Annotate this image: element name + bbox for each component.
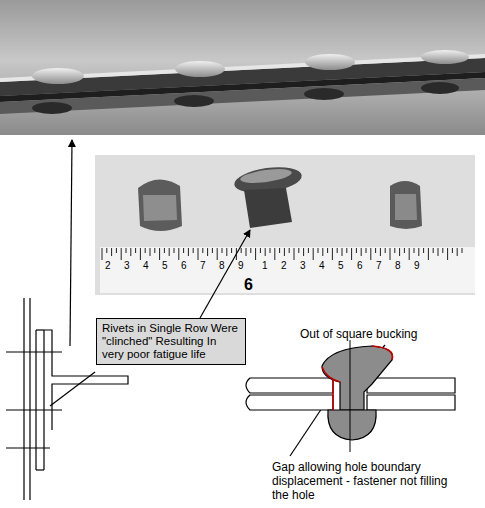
callout-box: Rivets in Single Row Were "clinched" Res… <box>96 318 246 365</box>
callout-label: Out of square bucking <box>300 327 417 341</box>
callout-label: Gap allowing hole boundary displacement … <box>272 460 462 502</box>
leader-arrows <box>50 140 385 456</box>
ruler-number: 7 <box>376 260 382 272</box>
ruler-number: 9 <box>414 260 420 272</box>
ruler-number: 8 <box>395 260 401 272</box>
ruler-number: 5 <box>338 260 344 272</box>
ruler-number: 1 <box>262 260 268 272</box>
ruler-number: 2 <box>281 260 287 272</box>
callout-text: Rivets in Single Row Were "clinched" Res… <box>102 322 240 361</box>
rivet-cross-section <box>246 340 455 452</box>
ruler-number: 9 <box>238 260 244 272</box>
ruler-number: 6 <box>357 260 363 272</box>
ruler-number: 4 <box>319 260 325 272</box>
ruler-number: 3 <box>124 260 130 272</box>
ruler-number: 6 <box>244 276 253 294</box>
ruler-number: 4 <box>143 260 149 272</box>
ruler-number: 7 <box>200 260 206 272</box>
ruler-number: 6 <box>181 260 187 272</box>
ruler-number: 2 <box>105 260 111 272</box>
rivet-row-photo <box>0 0 485 135</box>
ruler-number: 8 <box>219 260 225 272</box>
ruler-number: 5 <box>162 260 168 272</box>
ruler-number: 3 <box>300 260 306 272</box>
removed-rivets-photo <box>95 155 475 295</box>
